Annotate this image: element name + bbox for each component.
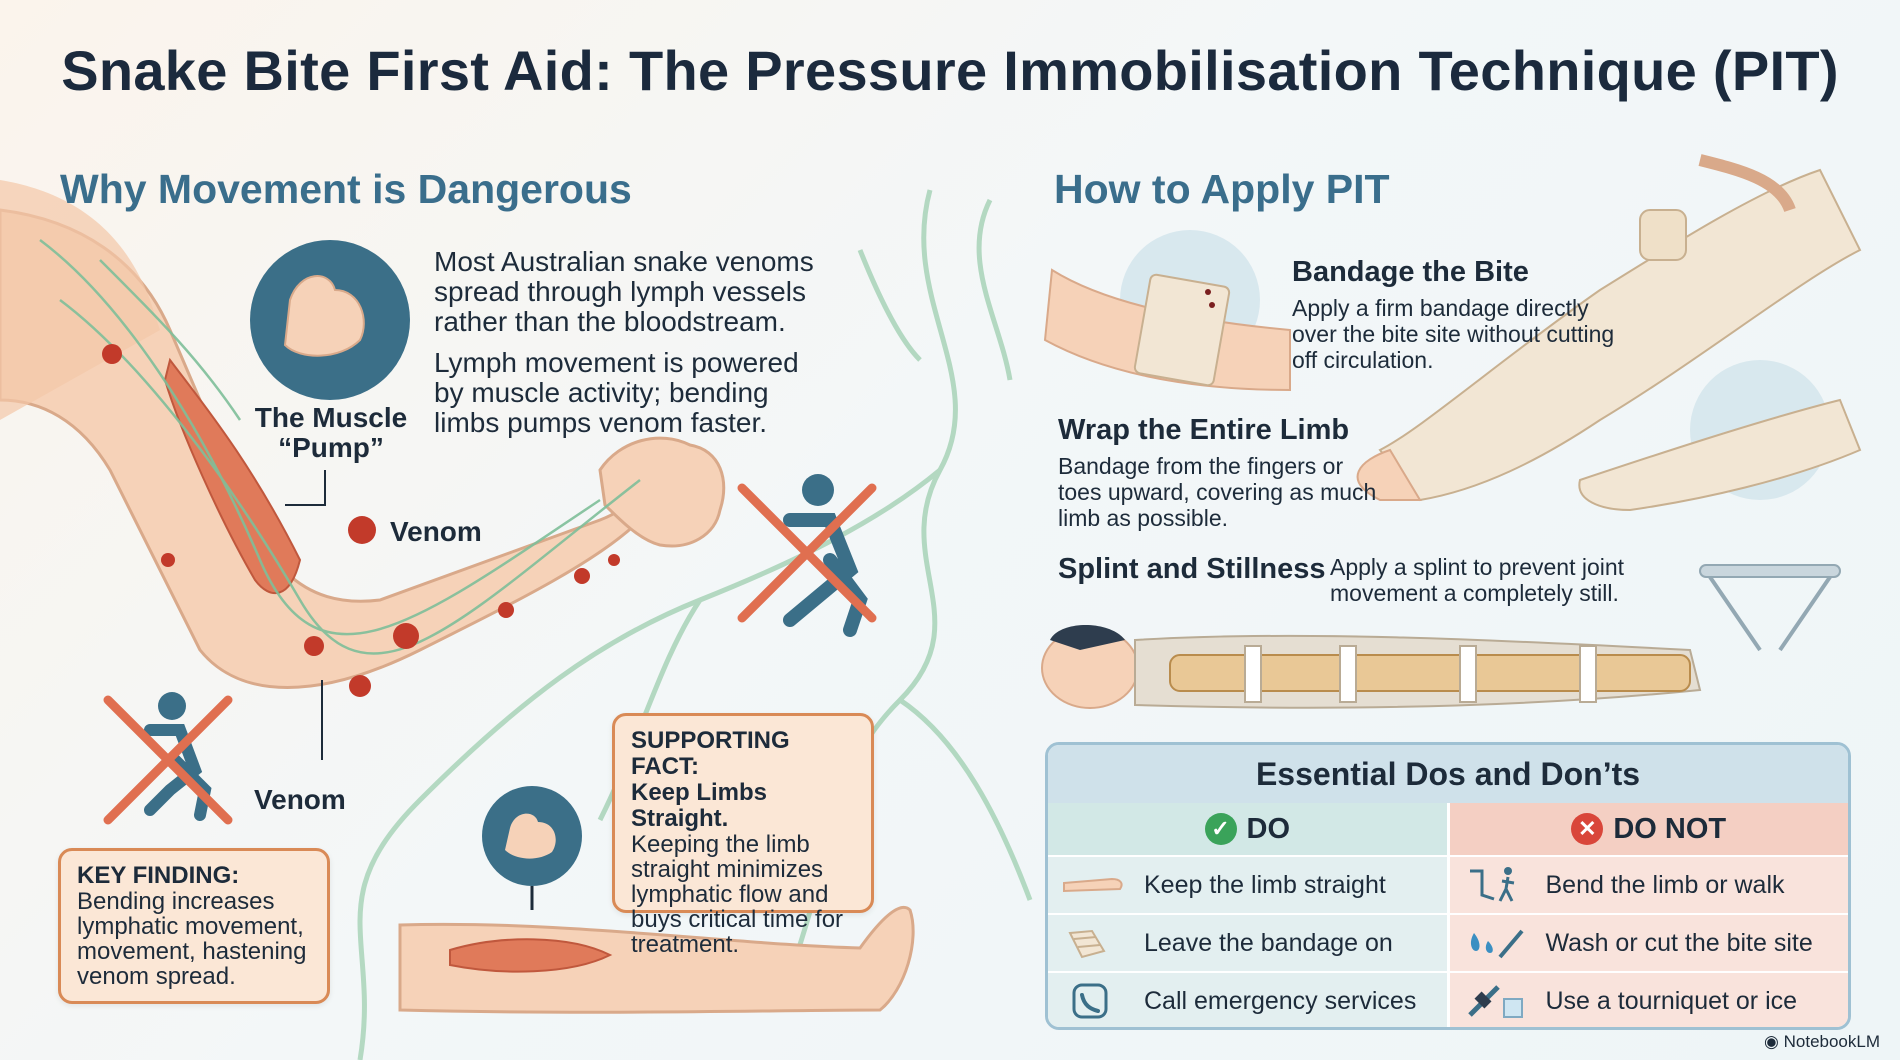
supporting-fact-text: Keeping the limb straight minimizes lymp… — [631, 831, 844, 958]
tourniquet-ice-icon — [1467, 985, 1523, 1018]
key-finding-text: Bending increases lymphatic movement, mo… — [77, 888, 307, 990]
step-3-text: Apply a splint to prevent joint movement… — [1330, 554, 1625, 606]
dont-label: DO NOT — [1613, 812, 1727, 845]
step-2-title: Wrap the Entire Limb — [1058, 414, 1350, 446]
do-item-3: Call emergency services — [1144, 986, 1417, 1015]
arm-illustration — [0, 180, 726, 697]
muscle-pump-label: The Muscle “Pump” — [246, 403, 416, 463]
supporting-fact-title-1: SUPPORTING FACT: — [631, 727, 790, 780]
supporting-fact-callout: SUPPORTING FACT: Keep Limbs Straight. Ke… — [612, 713, 874, 957]
bent-limb-walking-icon — [1469, 867, 1514, 902]
dont-row: Wash or cut the bite site — [1449, 915, 1848, 973]
muscle-pump-label-line-2: “Pump” — [278, 432, 384, 463]
left-section-heading: Why Movement is Dangerous — [60, 166, 632, 212]
venom-label-upper: Venom — [390, 516, 482, 547]
do-row: Call emergency services — [1048, 973, 1447, 1027]
do-column: ✓ DO Keep the limb straight Leave the ba… — [1048, 803, 1450, 1027]
muscle-pump-icon — [250, 240, 410, 400]
no-walking-icon-center — [737, 474, 877, 637]
splint-person-illustration — [1041, 625, 1702, 709]
no-walking-icon-left — [103, 692, 233, 825]
dont-item-1: Bend the limb or walk — [1545, 870, 1785, 899]
dont-row: Use a tourniquet or ice — [1450, 973, 1849, 1027]
dont-item-2: Wash or cut the bite site — [1545, 928, 1813, 957]
step-wrap-limb: Wrap the Entire Limb Bandage from the fi… — [1058, 414, 1388, 531]
do-row: Keep the limb straight — [1048, 857, 1447, 915]
footer-brand-text: NotebookLM — [1783, 1032, 1880, 1051]
left-paragraph-1: Most Australian snake venoms spread thro… — [434, 246, 814, 337]
footer-brand: ◉ NotebookLM — [1764, 1032, 1880, 1052]
step-3-title: Splint and Stillness — [1058, 553, 1326, 585]
do-column-header: ✓ DO — [1048, 803, 1447, 857]
check-icon: ✓ — [1204, 813, 1237, 845]
muscle-pump-label-line-1: The Muscle — [254, 402, 408, 433]
leg-illustration — [398, 906, 915, 1014]
do-label: DO — [1246, 812, 1291, 845]
bandaged-arm-icon — [1068, 929, 1106, 959]
notebooklm-logo-icon: ◉ — [1764, 1032, 1784, 1051]
water-knife-icon — [1470, 929, 1524, 959]
venom-icon — [348, 516, 376, 544]
stretcher-illustration — [1699, 564, 1841, 652]
page-title: Snake Bite First Aid: The Pressure Immob… — [61, 39, 1839, 102]
phone-icon — [1072, 983, 1108, 1019]
dos-donts-heading: Essential Dos and Don’ts — [1048, 745, 1848, 803]
cross-icon: ✕ — [1571, 813, 1604, 845]
dos-donts-table: Essential Dos and Don’ts ✓ DO Keep the l… — [1045, 742, 1851, 1030]
dont-row: Bend the limb or walk — [1449, 857, 1848, 915]
do-item-2: Leave the bandage on — [1144, 928, 1393, 957]
bandaged-arm-illustration — [1356, 154, 1862, 502]
bandaged-leg-illustration — [1578, 360, 1862, 512]
venom-label-lower: Venom — [254, 784, 346, 815]
left-paragraph-2: Lymph movement is powered by muscle acti… — [434, 347, 799, 438]
step-1-text: Apply a firm bandage directly over the b… — [1292, 295, 1615, 373]
dont-column: ✕ DO NOT Bend the limb or walk Wash or c… — [1449, 803, 1849, 1027]
right-section-heading: How to Apply PIT — [1054, 166, 1390, 212]
key-finding-title: KEY FINDING: — [77, 862, 240, 889]
step-bandage-bite: Bandage the Bite Apply a firm bandage di… — [1292, 256, 1632, 373]
bandage-bite-illustration — [1043, 230, 1291, 392]
dont-column-header: ✕ DO NOT — [1449, 803, 1848, 857]
supporting-fact-title-2: Keep Limbs Straight. — [631, 779, 768, 832]
do-item-1: Keep the limb straight — [1144, 870, 1386, 899]
key-finding-callout: KEY FINDING: Bending increases lymphatic… — [58, 848, 330, 1004]
dont-item-3: Use a tourniquet or ice — [1545, 986, 1798, 1015]
flexed-arm-icon — [482, 786, 582, 910]
do-row: Leave the bandage on — [1048, 915, 1447, 973]
straight-arm-icon — [1063, 877, 1123, 893]
step-1-title: Bandage the Bite — [1292, 256, 1529, 288]
step-2-text: Bandage from the fingers or toes upward,… — [1058, 453, 1377, 531]
